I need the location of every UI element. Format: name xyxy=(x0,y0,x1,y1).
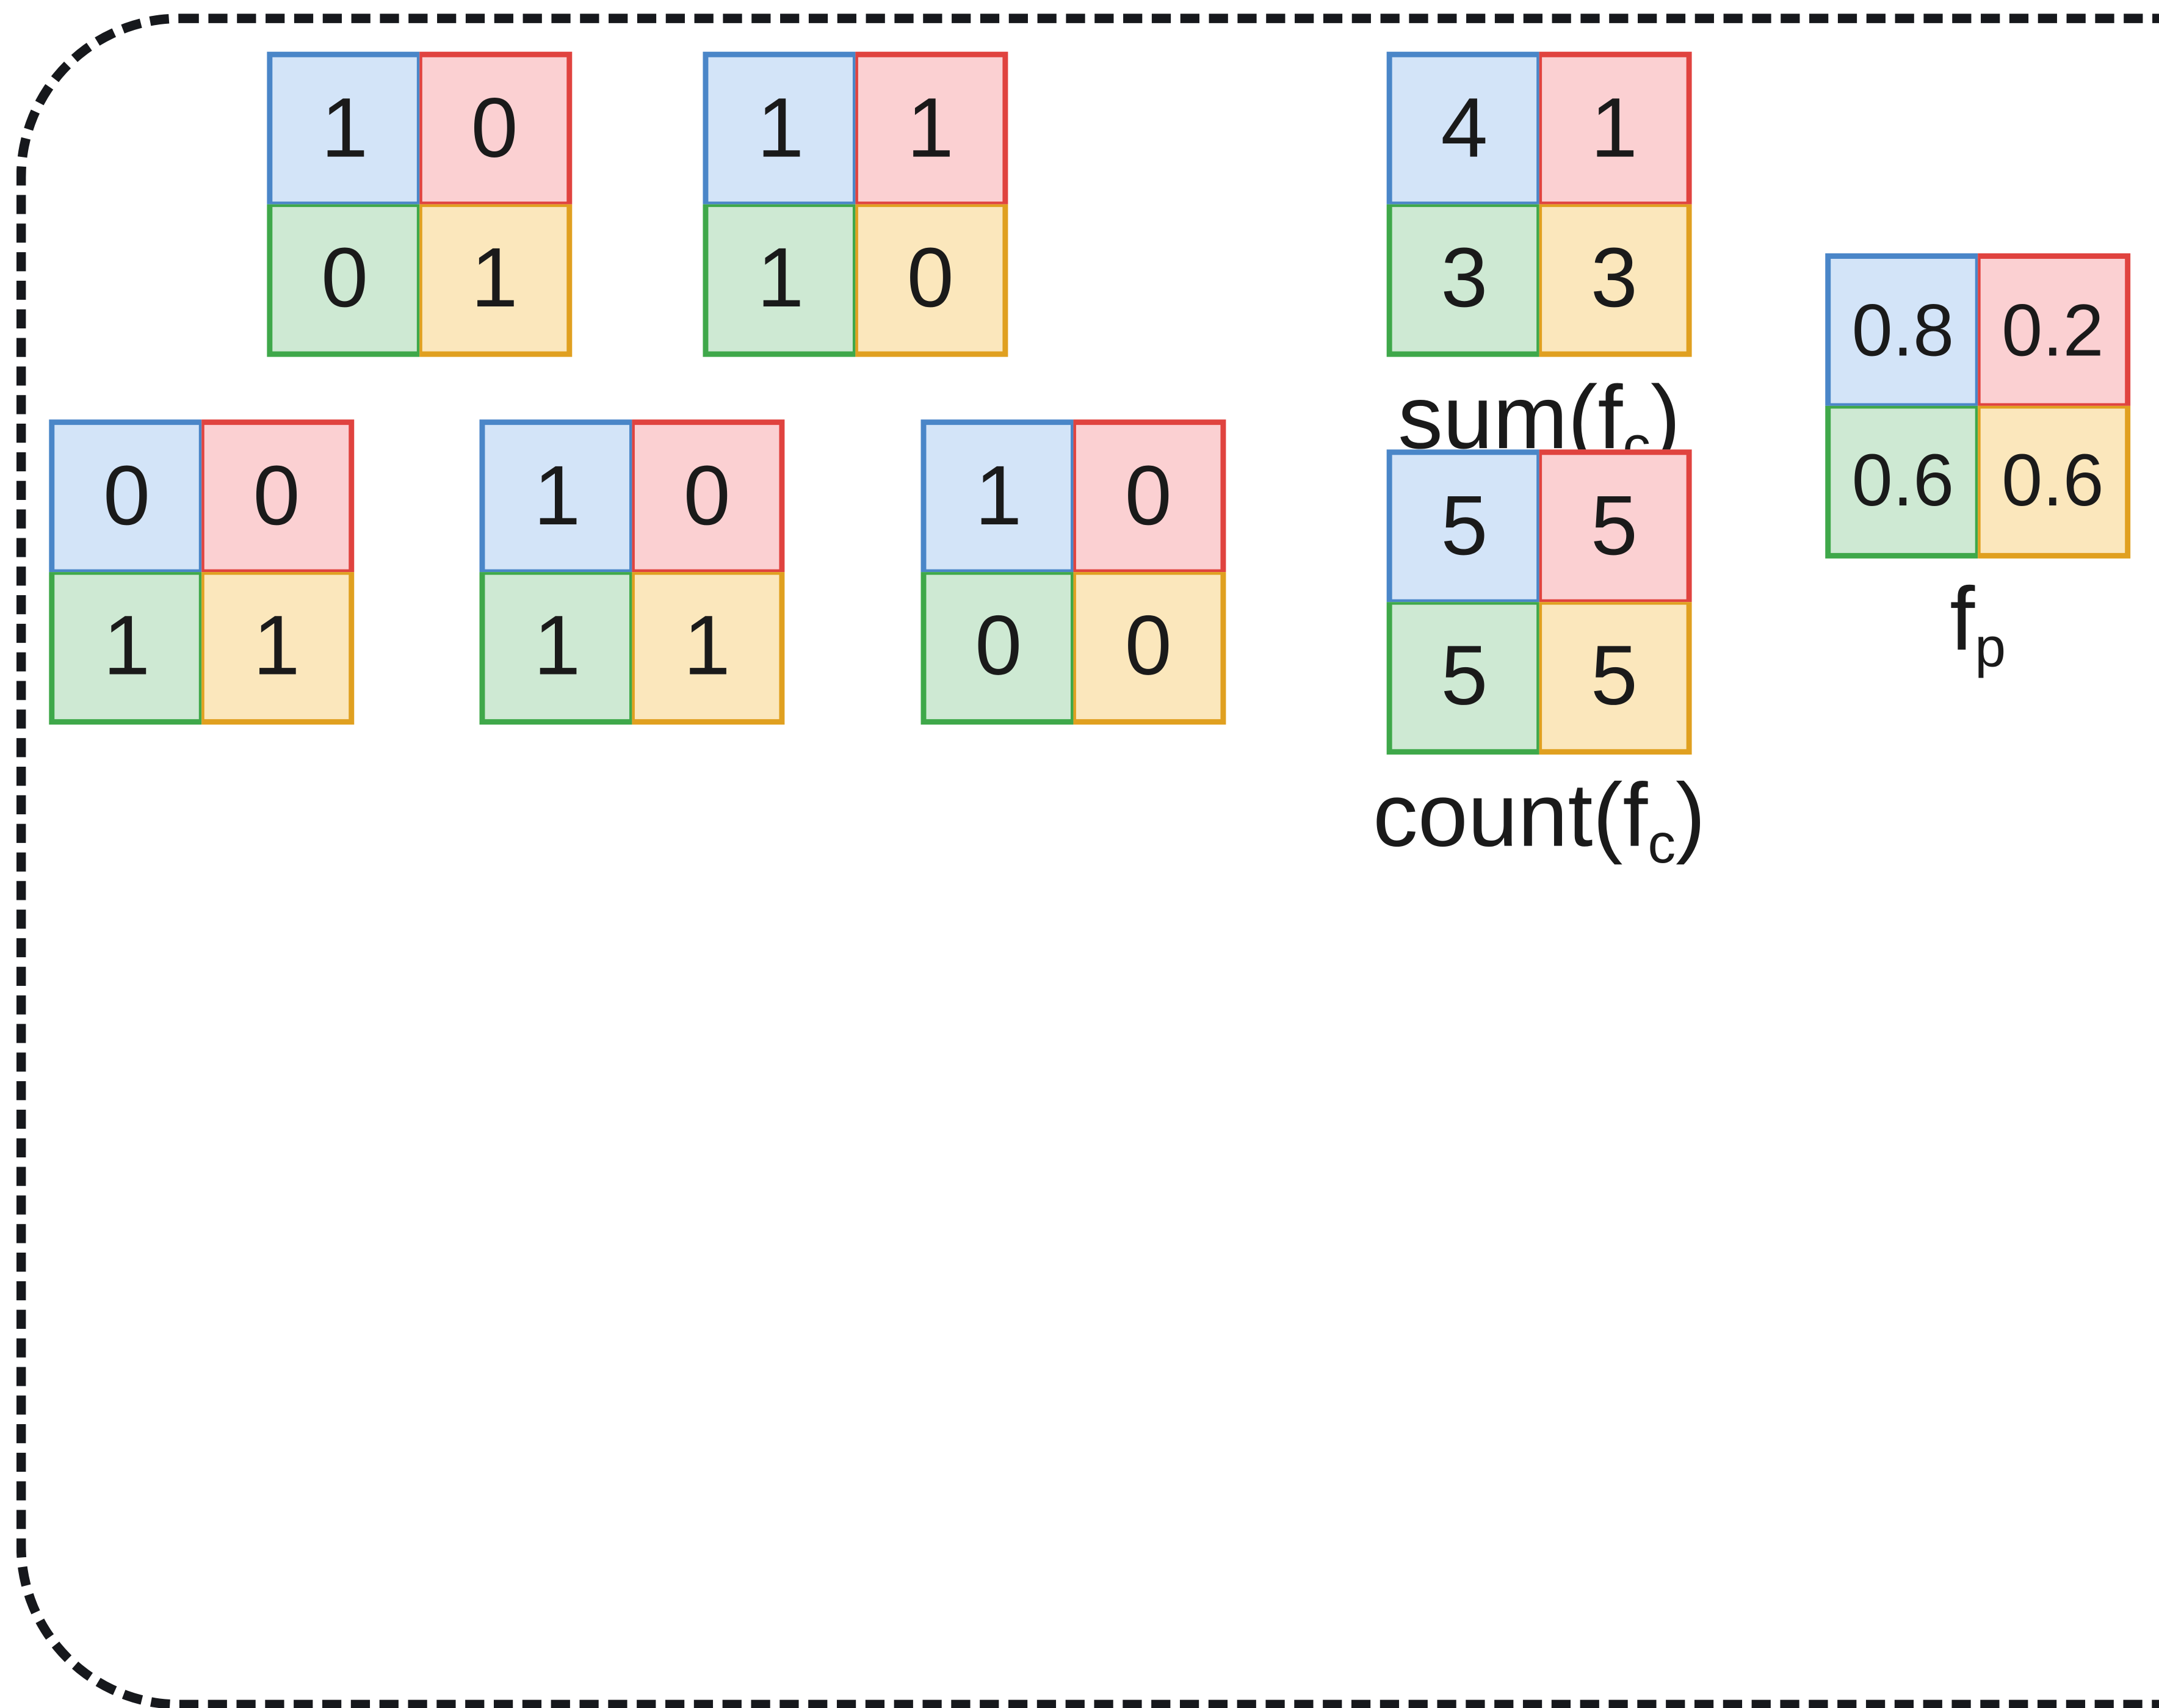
matrix-cell: 3 xyxy=(1386,204,1539,357)
matrix-count-fc: 5 5 5 5 xyxy=(1386,449,1692,755)
matrix-cell: 5 xyxy=(1386,449,1539,603)
matrix-cell: 1 xyxy=(201,572,355,725)
matrix-cell: 0 xyxy=(1073,419,1226,573)
matrix-cell: 1 xyxy=(479,419,632,573)
fp-label-subscript: p xyxy=(1975,616,2006,679)
matrix-cell: 4 xyxy=(1386,51,1539,204)
matrix-cell: 0.8 xyxy=(1825,253,1978,406)
matrix-cell: 0.2 xyxy=(1978,253,2131,406)
matrix-cell: 1 xyxy=(632,572,785,725)
matrix-cell: 3 xyxy=(1539,204,1692,357)
fp-label: fp xyxy=(1733,566,2159,680)
matrix-cell: 1 xyxy=(419,204,573,357)
matrix-cell: 1 xyxy=(49,572,202,725)
matrix-cell: 5 xyxy=(1386,602,1539,755)
matrix-cell: 5 xyxy=(1539,449,1692,603)
matrix-cell: 0.6 xyxy=(1825,405,1978,559)
matrix-cell: 5 xyxy=(1539,602,1692,755)
diagram-canvas: 1 0 0 1 1 1 1 0 0 0 1 1 1 0 1 1 1 0 0 0 … xyxy=(16,13,2159,1708)
matrix-cell: 1 xyxy=(920,419,1074,573)
matrix-cell: 1 xyxy=(703,51,856,204)
matrix-cell: 0 xyxy=(267,204,420,357)
matrix-cell: 0 xyxy=(1073,572,1226,725)
matrix-fc-1: 1 0 0 1 xyxy=(267,51,573,357)
matrix-cell: 1 xyxy=(855,51,1008,204)
count-fc-label: count(fc) xyxy=(1281,763,1798,877)
matrix-cell: 0.6 xyxy=(1978,405,2131,559)
matrix-cell: 0 xyxy=(419,51,573,204)
matrix-cell: 1 xyxy=(479,572,632,725)
matrix-cell: 0 xyxy=(49,419,202,573)
matrix-cell: 0 xyxy=(632,419,785,573)
matrix-cell: 1 xyxy=(703,204,856,357)
matrix-cell: 0 xyxy=(920,572,1074,725)
matrix-cell: 0 xyxy=(855,204,1008,357)
matrix-cell: 0 xyxy=(201,419,355,573)
fp-label-base: f xyxy=(1950,568,1975,669)
matrix-fc-5: 1 0 0 0 xyxy=(920,419,1226,725)
matrix-fc-2: 1 1 1 0 xyxy=(703,51,1008,357)
count-label-prefix: count(f xyxy=(1373,764,1648,865)
count-label-suffix: ) xyxy=(1676,764,1706,865)
count-label-subscript: c xyxy=(1647,812,1676,875)
matrix-fc-4: 1 0 1 1 xyxy=(479,419,785,725)
matrix-fp: 0.8 0.2 0.6 0.6 xyxy=(1825,253,2131,559)
matrix-fc-3: 0 0 1 1 xyxy=(49,419,355,725)
matrix-sum-fc: 4 1 3 3 xyxy=(1386,51,1692,357)
matrix-cell: 1 xyxy=(1539,51,1692,204)
matrix-cell: 1 xyxy=(267,51,420,204)
